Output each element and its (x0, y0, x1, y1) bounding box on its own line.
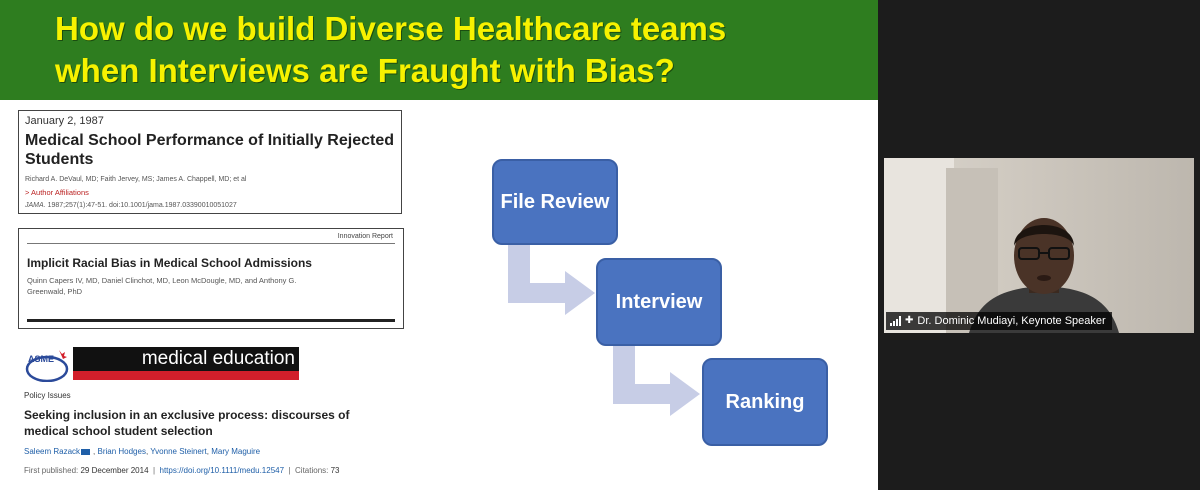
signal-icon (890, 316, 901, 326)
article-title: Medical School Performance of Initially … (25, 132, 394, 168)
article-authors: Saleem Razack, Brian Hodges, Yvonne Stei… (24, 447, 261, 456)
participant-video-image (969, 218, 1119, 333)
article-devaul: January 2, 1987 Medical School Performan… (18, 110, 402, 214)
asme-logo-text: ASME (28, 354, 54, 364)
participant-video-tile[interactable] (884, 158, 1194, 333)
article-title: Seeking inclusion in an exclusive proces… (24, 408, 350, 438)
flow-arrow-2 (613, 346, 700, 416)
article-citation: JAMA. 1987;257(1):47-51. doi:10.1001/jam… (25, 202, 395, 209)
flow-step-ranking: Ranking (702, 358, 828, 446)
pin-icon[interactable]: ✚ (905, 315, 914, 326)
author-affiliations-link: > Author Affiliations (25, 188, 89, 197)
slide-title-line-1: How do we build Diverse Healthcare teams (55, 10, 727, 47)
article-date: January 2, 1987 (25, 115, 104, 127)
flow-step-file-review: File Review (492, 159, 618, 245)
participant-name: Dr. Dominic Mudiayi, Keynote Speaker (917, 315, 1106, 327)
article-meta: First published: 29 December 2014 | http… (24, 466, 340, 475)
doi-link: https://doi.org/10.1111/medu.12547 (159, 466, 285, 475)
slide-title: How do we build Diverse Healthcare teams… (55, 8, 855, 92)
journal-banner-stripe (73, 371, 299, 380)
citations-label: Citations: (295, 466, 329, 475)
first-published-date: 29 December 2014 (80, 466, 149, 475)
background-wall (884, 158, 954, 333)
presentation-slide: How do we build Diverse Healthcare teams… (0, 0, 878, 490)
author-name: Brian Hodges (97, 447, 146, 456)
journal-name: JAMA. (25, 202, 46, 209)
first-published-label: First published: (24, 466, 79, 475)
slide-title-line-2: when Interviews are Fraught with Bias? (55, 52, 675, 89)
article-tag: Innovation Report (337, 233, 393, 240)
article-title: Implicit Racial Bias in Medical School A… (27, 256, 312, 270)
article-authors: Quinn Capers IV, MD, Daniel Clinchot, MD… (27, 276, 297, 296)
flow-step-interview: Interview (596, 258, 722, 346)
asme-logo: ASME (25, 350, 69, 382)
participant-name-caption: ✚ Dr. Dominic Mudiayi, Keynote Speaker (886, 312, 1112, 330)
slide-header: How do we build Diverse Healthcare teams… (0, 0, 878, 100)
citations-count: 73 (330, 466, 340, 475)
article-authors: Richard A. DeVaul, MD; Faith Jervey, MS;… (25, 176, 247, 183)
article-section: Policy Issues (24, 391, 71, 400)
author-name: Mary Maguire (211, 447, 261, 456)
journal-banner: medical education (73, 347, 299, 371)
divider (27, 243, 395, 244)
author-name: Yvonne Steinert (150, 447, 207, 456)
mail-icon (81, 448, 91, 455)
author-name: Saleem Razack (24, 447, 81, 456)
flow-arrow-1 (508, 245, 595, 315)
article-capers: Innovation Report Implicit Racial Bias i… (18, 228, 404, 329)
citation-text: 1987;257(1):47-51. doi:10.1001/jama.1987… (45, 202, 237, 209)
divider (27, 319, 395, 322)
